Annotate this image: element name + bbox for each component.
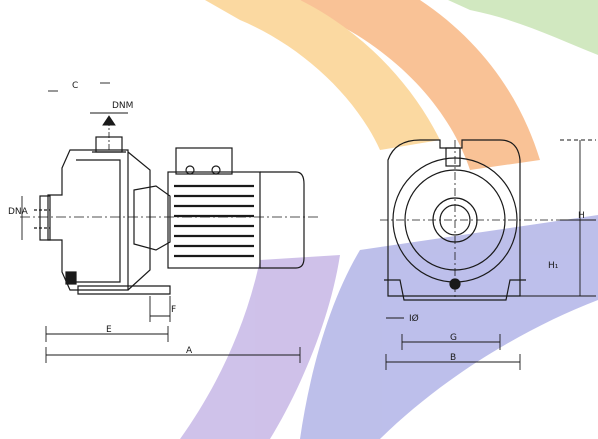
terminal-box: [175, 147, 233, 175]
dim-label-e: E: [106, 325, 112, 335]
dim-label-dnm: DNM: [112, 101, 133, 111]
watermark-amber-sweep: [205, 0, 440, 150]
dim-label-h1: H₁: [548, 261, 559, 271]
front-casing-outline: [387, 139, 521, 297]
pump-volute: [47, 149, 129, 291]
dim-label-g: G: [450, 333, 457, 343]
watermark-green-sweep: [448, 0, 598, 55]
dim-label-i: IØ: [409, 313, 419, 324]
dim-label-a: A: [186, 346, 193, 356]
motor-cooling-fins: [174, 184, 254, 258]
dim-label-c: C: [72, 81, 78, 91]
watermark-violet-sweep: [180, 255, 340, 439]
side-view: [20, 120, 320, 295]
front-view-dimensions: [385, 139, 596, 370]
watermark-orange-sweep: [300, 0, 540, 170]
watermark-logo: [180, 0, 598, 439]
front-foot: [384, 279, 526, 301]
inlet-flange: [39, 195, 51, 241]
front-view: [380, 139, 560, 301]
motor-body: [167, 171, 261, 269]
dim-label-dna: DNA: [8, 207, 29, 217]
dim-label-f: F: [171, 305, 176, 315]
lantern-bracket: [127, 151, 151, 291]
pump-foot: [77, 285, 171, 295]
dim-label-h: H: [578, 211, 585, 221]
dim-label-b: B: [450, 353, 456, 363]
watermark-blue-sweep: [300, 215, 598, 439]
side-view-dimensions: [21, 82, 301, 363]
